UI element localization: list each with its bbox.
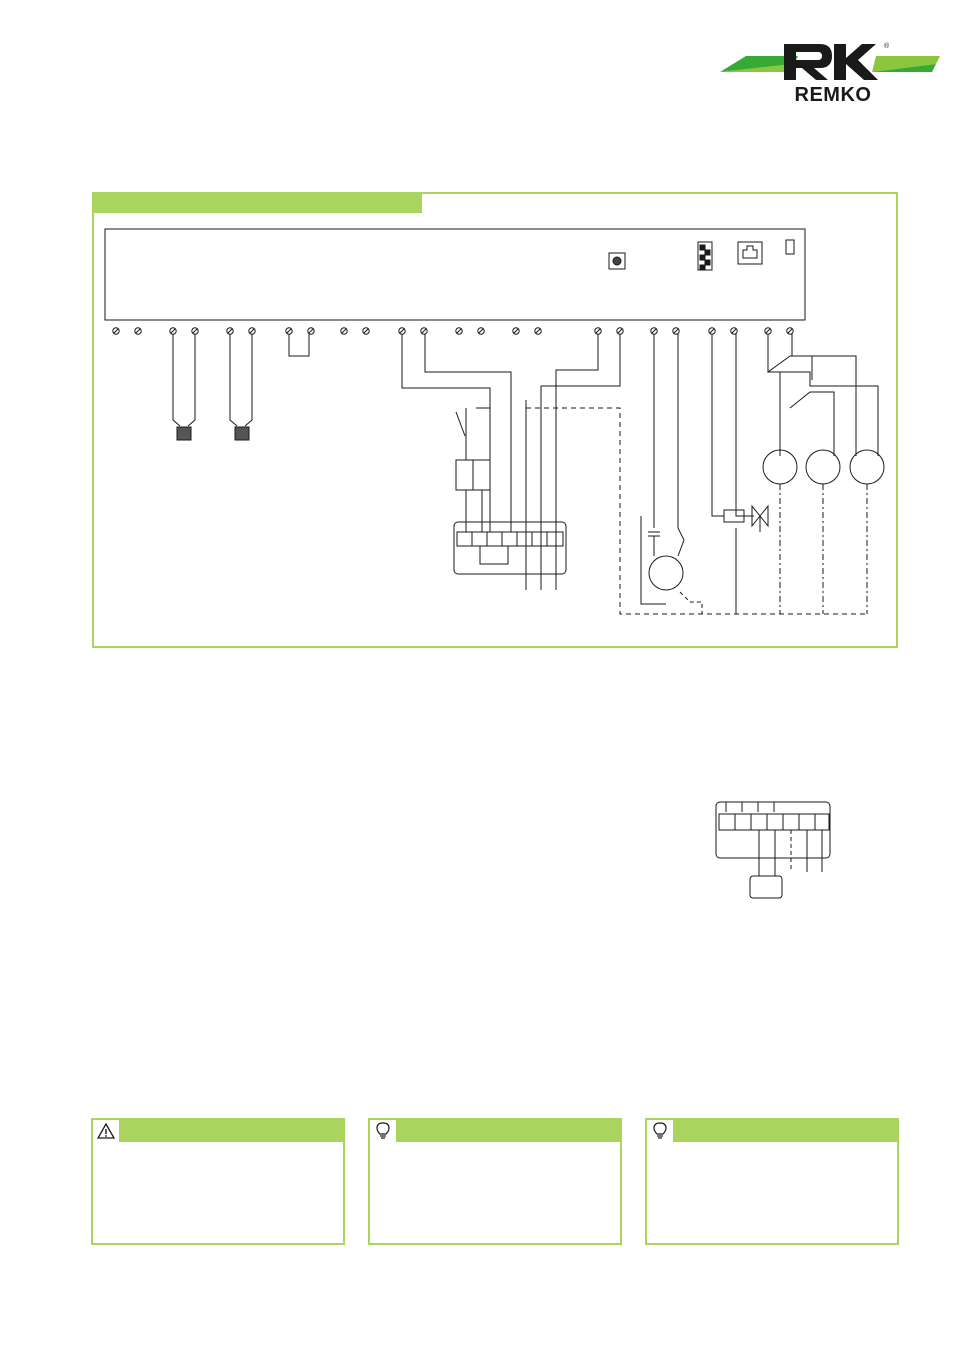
terminal-screw-icon <box>285 327 293 335</box>
remote-sensor-box <box>749 875 783 899</box>
fan-motor-icon-3 <box>849 449 885 485</box>
terminal-screw-icon <box>191 327 199 335</box>
terminal-screw-icon <box>764 327 772 335</box>
terminal-screw-icon <box>134 327 142 335</box>
connector-detail <box>715 801 831 899</box>
valve-coil <box>723 509 745 523</box>
terminal-screw-icon <box>672 327 680 335</box>
terminal-screw-icon <box>477 327 485 335</box>
network-jack-icon <box>737 241 763 265</box>
terminal-screw-icon <box>730 327 738 335</box>
terminal-screw-icon <box>512 327 520 335</box>
terminal-screw-icon <box>398 327 406 335</box>
valve-icon <box>735 504 769 614</box>
warning-note <box>91 1118 345 1245</box>
terminal-screw-icon <box>226 327 234 335</box>
remko-logo: ® <box>720 42 940 80</box>
terminal-screw-icon <box>786 327 794 335</box>
connector-strip <box>453 521 567 575</box>
terminal-screw-icon <box>307 327 315 335</box>
warning-icon <box>93 1120 121 1142</box>
terminal-screw-icon <box>340 327 348 335</box>
terminal-screw-icon <box>708 327 716 335</box>
lightbulb-icon <box>647 1120 675 1142</box>
terminal-block-small <box>455 459 491 532</box>
logo-stripe-left-2 <box>720 64 794 72</box>
logo-stripe-light <box>872 56 940 72</box>
terminal-screw-icon <box>362 327 370 335</box>
logo-stripe-dark <box>720 56 798 72</box>
tip-note-1-header <box>370 1120 620 1142</box>
terminal-screw-icon <box>169 327 177 335</box>
wiring-diagram-frame <box>92 192 898 648</box>
control-board <box>104 228 806 321</box>
reset-button-icon <box>608 252 626 270</box>
jumper-wire <box>288 334 310 357</box>
registered-mark: ® <box>884 42 890 50</box>
terminal-screw-icon <box>248 327 256 335</box>
logo-rk-mark <box>784 44 878 80</box>
dip-switch-icon <box>697 241 713 271</box>
warning-note-header <box>93 1120 343 1142</box>
lightbulb-icon <box>370 1120 398 1142</box>
capacitor-icon <box>648 531 660 537</box>
led-icon <box>785 239 795 255</box>
terminal-screw-icon <box>650 327 658 335</box>
logo-stripe-right-2 <box>872 64 936 72</box>
tip-note-2-header <box>647 1120 897 1142</box>
brand-name: REMKO <box>794 84 872 106</box>
terminal-screw-icon <box>112 327 120 335</box>
tip-note-1 <box>368 1118 622 1245</box>
switch-blade <box>455 407 490 460</box>
terminal-screw-icon <box>420 327 428 335</box>
terminal-screw-icon <box>594 327 602 335</box>
terminal-screw-icon <box>616 327 624 335</box>
pump-motor-icon <box>648 555 684 591</box>
fan-motor-icon-2 <box>805 449 841 485</box>
tip-note-2 <box>645 1118 899 1245</box>
sensor-probe-2 <box>229 334 253 441</box>
wiring-diagram-header <box>92 192 422 213</box>
terminal-screw-icon <box>455 327 463 335</box>
sensor-probe-1 <box>172 334 196 441</box>
terminal-row <box>112 327 794 335</box>
terminal-screw-icon <box>534 327 542 335</box>
